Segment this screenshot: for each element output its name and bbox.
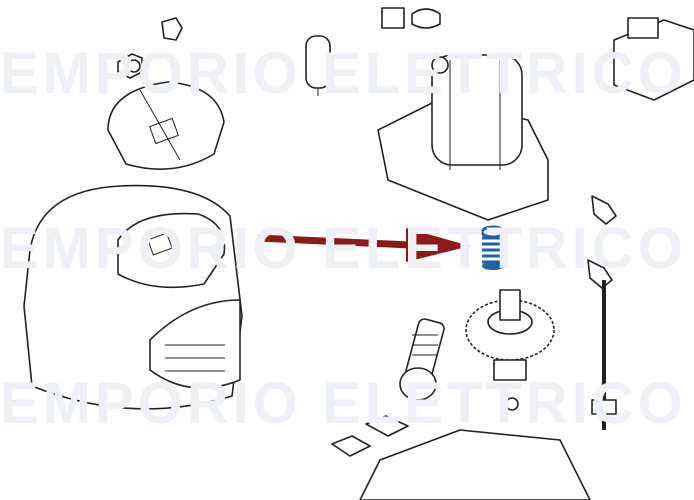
lock-cylinder-part	[117, 53, 143, 79]
spring-part-highlighted	[480, 225, 506, 270]
indicator-arrow	[257, 228, 470, 262]
gear-part	[465, 289, 555, 411]
capacitor-part	[305, 35, 331, 96]
terminal-block-part	[381, 7, 441, 29]
release-knob-part	[587, 195, 617, 289]
limit-rod-part	[591, 280, 617, 430]
base-plate-part	[359, 429, 591, 500]
transformer-part	[613, 17, 694, 101]
housing-cover-part	[23, 184, 243, 410]
motor-assembly-part	[377, 54, 549, 221]
bracket-part	[331, 415, 409, 457]
clip-part	[161, 17, 183, 41]
worm-shaft-part	[399, 318, 445, 401]
upper-cover-part	[107, 81, 225, 170]
